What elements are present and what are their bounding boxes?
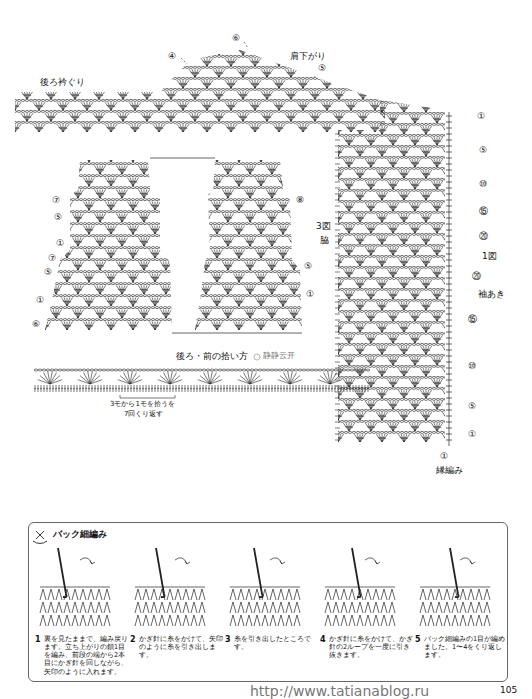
row-number: ⑮ xyxy=(468,315,477,325)
yarn-arrow xyxy=(270,558,285,564)
watermark: 静静云开 xyxy=(263,352,295,361)
join-line xyxy=(172,333,302,334)
yarn-arrow xyxy=(460,558,475,564)
stitch-drawing xyxy=(135,587,205,626)
row-number: ① xyxy=(36,296,44,306)
leader-line xyxy=(181,58,187,64)
step-text: バック細編みの1目が編めました。1〜4をくり返します。 xyxy=(424,635,508,659)
hook-drawing xyxy=(352,548,361,597)
row-number: ⑮ xyxy=(479,207,488,217)
edge-stitches xyxy=(335,134,340,440)
chart-label: 1図 xyxy=(482,252,497,262)
step-number: 4 xyxy=(320,635,326,645)
stitch-chart xyxy=(0,33,405,132)
stitch-chart xyxy=(310,79,464,442)
stitch-chart xyxy=(167,139,321,330)
row-number: ④ xyxy=(168,52,176,62)
row-number: ⑤ xyxy=(468,402,476,412)
chart-label: 後ろ衿ぐり xyxy=(40,78,85,88)
chart-label: 3図 xyxy=(316,222,331,232)
row-number: ⑧ xyxy=(296,196,304,206)
row-number: ⑦ xyxy=(48,254,56,264)
row-number: ① xyxy=(56,239,64,249)
chart-label: 肩下がり xyxy=(290,52,326,62)
hook-drawing xyxy=(156,548,165,597)
chart-label: 袖あき xyxy=(478,290,505,300)
row-number: ① xyxy=(306,290,314,300)
watermark-logo xyxy=(254,354,260,360)
chart-label: 縁編み xyxy=(436,466,463,476)
yarn-arrow xyxy=(175,558,190,564)
row-number: ⑳ xyxy=(472,272,481,282)
join-line xyxy=(150,158,215,159)
stitch-drawing xyxy=(40,587,110,626)
stitch-chart xyxy=(17,139,193,330)
step-text: かぎ針に糸をかけて、矢印のように糸を引き出します。 xyxy=(139,635,223,659)
step-text: かぎ針に糸をかけて、かぎ針の2ループを一度に引き抜きます。 xyxy=(329,635,413,659)
row-number: ① xyxy=(440,452,448,462)
step-number: 2 xyxy=(130,635,136,645)
hook-drawing xyxy=(254,548,263,597)
page-number: 105 xyxy=(500,686,517,696)
note: 3モから1モを拾うを xyxy=(110,401,175,409)
step-number: 5 xyxy=(415,635,421,645)
stitch-symbol xyxy=(33,531,47,544)
step-text: 糸を引き出したところです。 xyxy=(234,635,318,651)
step-number: 1 xyxy=(35,635,41,645)
panel-title: バック細編み xyxy=(53,529,107,540)
row-number: ⑤ xyxy=(318,64,326,74)
row-number: ⑳ xyxy=(479,232,488,242)
yarn-arrow xyxy=(365,558,380,564)
row-number: ⑤ xyxy=(54,213,62,223)
row-number: ⑩ xyxy=(468,362,476,372)
row-number: ⑤ xyxy=(304,262,312,272)
step-text: 裏を見たままで、編み戻ります。立ち上がりの鎖1目を編み、前段の端から2本目にかぎ… xyxy=(44,635,128,676)
row-number: ⑦ xyxy=(52,196,60,206)
instruction-panel: バック細編み 1裏を見たままで、編み戻ります。立ち上がりの鎖1目を編み、前段の端か… xyxy=(28,522,508,682)
row-number: ⑤ xyxy=(479,146,487,156)
edging-column xyxy=(446,112,452,446)
step-number: 3 xyxy=(225,635,231,645)
pickup-chart xyxy=(34,369,370,392)
watermark: http://www.tatianablog.ru xyxy=(250,684,429,699)
note: 7回くり返す xyxy=(124,411,163,419)
leader-line xyxy=(244,42,248,48)
repeat-bracket xyxy=(120,395,175,398)
hook-drawing xyxy=(450,548,459,597)
chart-label: 脇 xyxy=(320,236,329,246)
row-number: ① xyxy=(477,112,485,122)
row-number: ① xyxy=(468,430,476,440)
row-number: ⑩ xyxy=(479,180,487,190)
row-number: ⑥ xyxy=(32,320,40,330)
chart-label: 後ろ・前の拾い方 xyxy=(176,352,248,362)
hook-drawing xyxy=(58,548,67,597)
stitch-drawing xyxy=(230,587,300,626)
row-number: ⑥ xyxy=(232,34,240,44)
stitch-drawing xyxy=(420,587,490,626)
row-number: ⑤ xyxy=(44,268,52,278)
yarn-arrow xyxy=(80,558,95,564)
